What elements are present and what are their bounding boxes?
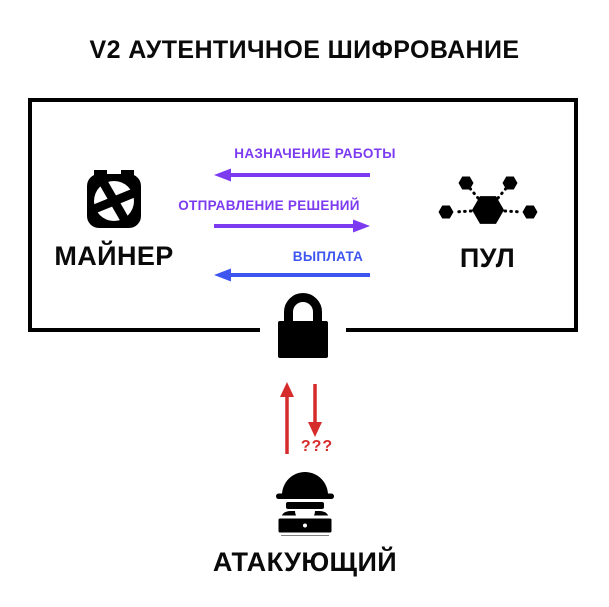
attack-arrows [280,382,322,454]
attacker-entity: АТАКУЮЩИЙ [212,470,398,578]
flow-label-payout: ВЫПЛАТА [292,249,364,264]
attack-question-label: ??? [300,438,334,455]
attacker-label: АТАКУЮЩИЙ [212,547,398,577]
flow-label-work-assignment: НАЗНАЧЕНИЕ РАБОТЫ [234,146,396,161]
pool-label: ПУЛ [459,243,516,273]
hacker-laptop-icon [265,470,345,541]
arrow-right-send-solutions [214,219,370,233]
page-title: V2 АУТЕНТИЧНОЕ ШИФРОВАНИЕ [89,36,520,64]
flow-label-send-solutions: ОТПРАВЛЕНИЕ РЕШЕНИЙ [178,198,360,213]
pool-network-icon [438,174,538,237]
arrow-left-work-assignment [214,168,370,182]
miner-label: МАЙНЕР [54,241,174,271]
arrow-left-payout [214,268,370,282]
miner-pickaxe-icon [86,170,142,235]
miner-entity: МАЙНЕР [54,170,173,272]
padlock-icon [260,288,346,368]
pool-entity: ПУЛ [425,174,550,274]
